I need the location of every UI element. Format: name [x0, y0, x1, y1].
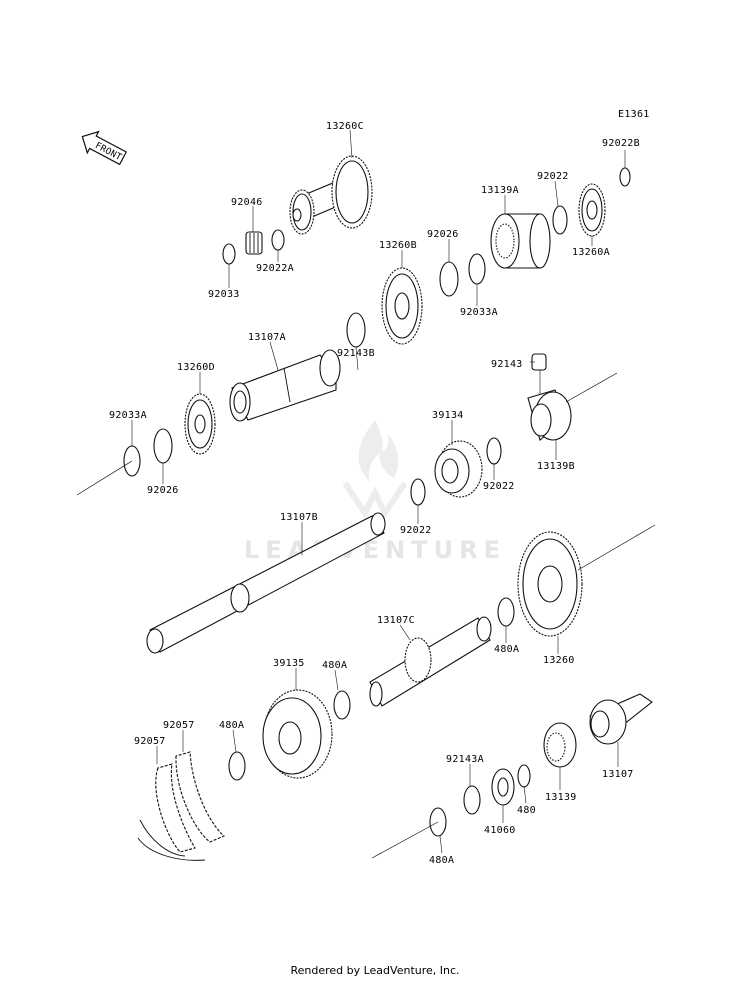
- label-39134[interactable]: 39134: [432, 410, 464, 421]
- label-92026-2[interactable]: 92026: [147, 485, 179, 496]
- washer-92026: [439, 261, 459, 297]
- label-92143B[interactable]: 92143B: [337, 348, 375, 359]
- leader-lines: [131, 129, 626, 854]
- label-41060[interactable]: 41060: [484, 825, 516, 836]
- label-13139A[interactable]: 13139A: [481, 185, 519, 196]
- label-13139B[interactable]: 13139B: [537, 461, 575, 472]
- label-92033A[interactable]: 92033A: [460, 307, 498, 318]
- label-13107C[interactable]: 13107C: [377, 615, 415, 626]
- label-13260A[interactable]: 13260A: [572, 247, 610, 258]
- hub-13139: [543, 722, 577, 768]
- axis-line-1: [76, 460, 133, 496]
- axis-line-3: [577, 524, 656, 571]
- label-92143A[interactable]: 92143A: [446, 754, 484, 765]
- axis-line-4: [371, 821, 439, 859]
- watermark: LEADVENTURE: [244, 420, 506, 564]
- gear-39135: [262, 689, 333, 779]
- washer-92143B: [346, 312, 366, 348]
- chain-92057-2: [137, 751, 226, 861]
- washer-92022-2: [486, 437, 502, 465]
- hub-13139B: [527, 389, 572, 441]
- watermark-text: LEADVENTURE: [244, 536, 506, 564]
- label-13260B[interactable]: 13260B: [379, 240, 417, 251]
- washer-92022A: [271, 229, 285, 251]
- gear-13260A: [578, 183, 606, 237]
- label-92022A[interactable]: 92022A: [256, 263, 294, 274]
- shaft-13107C: [369, 616, 492, 707]
- gear-39134: [434, 440, 483, 498]
- label-92022-3[interactable]: 92022: [400, 525, 432, 536]
- gear-13260C: [289, 155, 373, 235]
- label-13260D[interactable]: 13260D: [177, 362, 215, 373]
- gear-13260B: [381, 267, 423, 345]
- label-92026[interactable]: 92026: [427, 229, 459, 240]
- label-92057-2[interactable]: 92057: [134, 736, 166, 747]
- needle-bearing-92046: [245, 231, 263, 255]
- label-480A-2[interactable]: 480A: [322, 660, 347, 671]
- label-13139[interactable]: 13139: [545, 792, 577, 803]
- circlip-92033A: [468, 253, 486, 285]
- label-13107A[interactable]: 13107A: [248, 332, 286, 343]
- circlip-480A: [497, 597, 515, 627]
- part-labels: 13260C 92046 92022A 92033 13139A 92022 9…: [109, 121, 640, 866]
- label-13107[interactable]: 13107: [602, 769, 634, 780]
- circlip-92033: [222, 243, 236, 265]
- shaft-13107A: [229, 349, 341, 422]
- sleeve-13139A: [490, 213, 551, 269]
- gear-13260D: [184, 393, 216, 455]
- washer-92022-3: [410, 478, 426, 506]
- front-arrow-icon: FRONT: [81, 130, 128, 166]
- label-92046[interactable]: 92046: [231, 197, 263, 208]
- label-92022B[interactable]: 92022B: [602, 138, 640, 149]
- gear-13260: [517, 531, 583, 637]
- washer-92022B: [619, 167, 631, 187]
- label-92057[interactable]: 92057: [163, 720, 195, 731]
- circlip-480A-3: [228, 751, 246, 781]
- label-13260[interactable]: 13260: [543, 655, 575, 666]
- diagram-code: E1361: [618, 109, 650, 120]
- label-480[interactable]: 480: [517, 805, 536, 816]
- collar-41060: [491, 768, 515, 806]
- washer-92143A: [463, 785, 481, 815]
- label-480A-3[interactable]: 480A: [219, 720, 244, 731]
- axis-line-2: [565, 372, 618, 403]
- label-39135[interactable]: 39135: [273, 658, 305, 669]
- label-13107B[interactable]: 13107B: [280, 512, 318, 523]
- shaft-13107: [589, 693, 653, 745]
- footer-credit: Rendered by LeadVenture, Inc.: [290, 964, 459, 977]
- washer-92026-2: [153, 428, 173, 464]
- label-92143[interactable]: 92143: [491, 359, 523, 370]
- shaft-13107B: [146, 512, 386, 654]
- washer-92022: [552, 205, 568, 235]
- label-92033A-2[interactable]: 92033A: [109, 410, 147, 421]
- circlip-480A-2: [333, 690, 351, 720]
- label-92022[interactable]: 92022: [537, 171, 569, 182]
- chain-92057: [139, 763, 196, 857]
- label-13260C[interactable]: 13260C: [326, 121, 364, 132]
- label-92033[interactable]: 92033: [208, 289, 240, 300]
- label-92022-2[interactable]: 92022: [483, 481, 515, 492]
- label-480A-4[interactable]: 480A: [429, 855, 454, 866]
- label-480A[interactable]: 480A: [494, 644, 519, 655]
- circlip-480: [517, 764, 531, 788]
